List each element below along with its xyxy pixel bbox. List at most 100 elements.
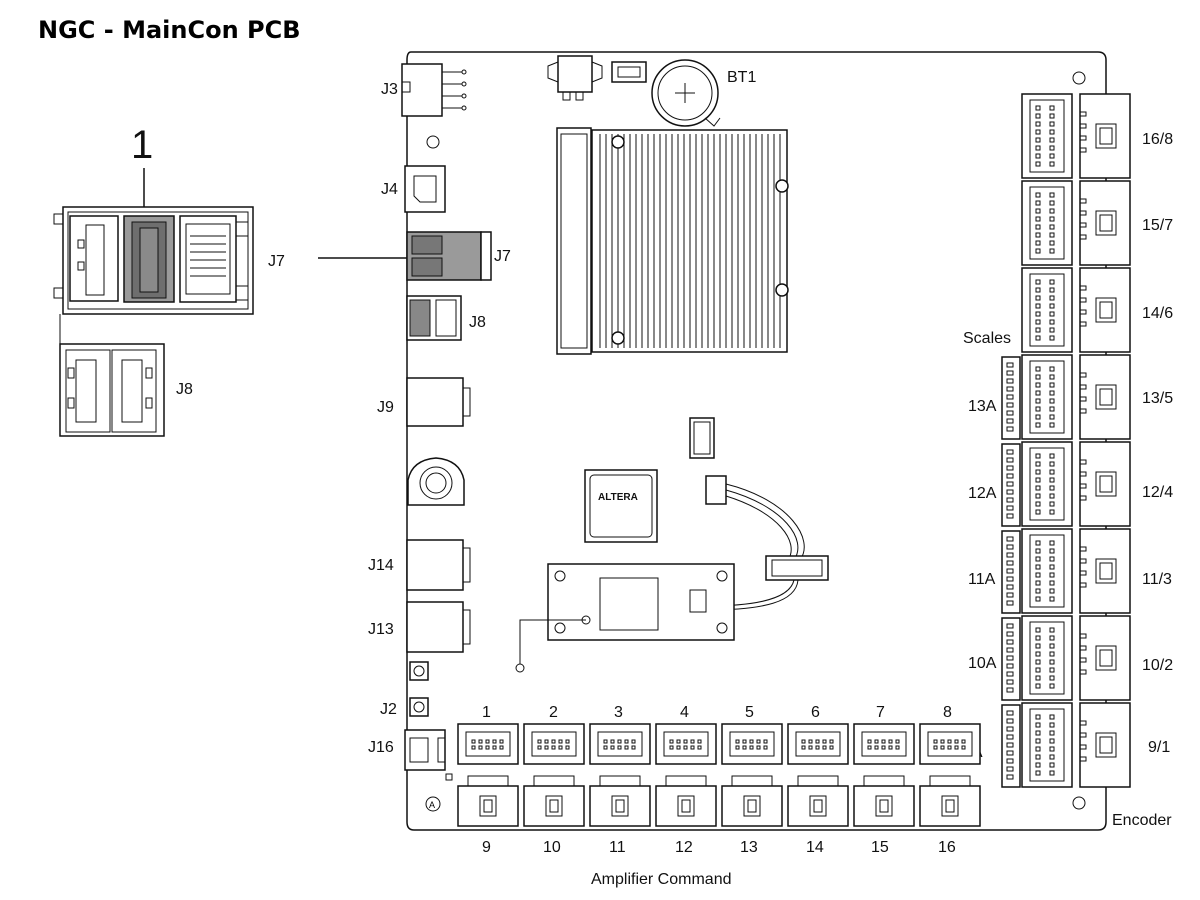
encoder-connector (1079, 528, 1131, 614)
encoder-connector (1079, 441, 1131, 527)
chip-label: ALTERA (598, 492, 638, 503)
j7-connector (406, 231, 492, 281)
amp-bottom-label: 14 (806, 839, 824, 856)
scale-connector (1001, 704, 1021, 788)
amplifier-header (457, 723, 519, 765)
encoder-header (1021, 441, 1073, 527)
amplifier-connector (721, 775, 783, 827)
callout-number: 1 (131, 123, 153, 167)
mount-hole (1072, 71, 1086, 85)
detail-j8-connector (59, 314, 165, 437)
scale-label: 11A (968, 571, 996, 588)
amp-title: Amplifier Command (591, 871, 731, 888)
amp-bottom-label: 12 (675, 839, 693, 856)
scale-label: 10A (968, 655, 997, 672)
amplifier-header (589, 723, 651, 765)
encoder-label: 9/1 (1148, 739, 1170, 756)
label-j3: J3 (381, 81, 398, 98)
encoder-label: 12/4 (1142, 484, 1173, 501)
amp-top-label: 3 (614, 704, 623, 721)
encoder-connector (1079, 354, 1131, 440)
amplifier-connector (919, 775, 981, 827)
scale-connector (1001, 617, 1021, 701)
amp-top-label: 5 (745, 704, 754, 721)
encoder-connector (1079, 615, 1131, 701)
fpga-chip (584, 469, 658, 543)
scales-title: Scales (963, 330, 1011, 347)
cable-assembly (705, 475, 829, 611)
page-title: NGC - MainCon PCB (38, 16, 301, 44)
amp-bottom-label: 11 (609, 839, 626, 856)
encoder-connector (1079, 702, 1131, 788)
j13-connector (406, 601, 471, 653)
board-outline (406, 51, 1107, 831)
ground-mark-letter: A (429, 800, 435, 810)
amp-bottom-label: 13 (740, 839, 758, 856)
label-j2: J2 (380, 701, 397, 718)
mount-hole (1072, 796, 1086, 810)
label-bt1: BT1 (727, 69, 756, 86)
amp-top-label: 2 (549, 704, 558, 721)
scale-label: 13A (968, 398, 997, 415)
amplifier-header (523, 723, 585, 765)
amp-bottom-label: 9 (482, 839, 491, 856)
encoder-label: 16/8 (1142, 131, 1173, 148)
amplifier-header (655, 723, 717, 765)
encoder-header (1021, 615, 1073, 701)
battery-bt1 (651, 59, 721, 127)
label-j8: J8 (469, 314, 486, 331)
header-connector (689, 417, 715, 459)
scale-connector (1001, 356, 1021, 440)
encoder-label: 15/7 (1142, 217, 1173, 234)
amplifier-header (721, 723, 783, 765)
scale-label: 12A (968, 485, 997, 502)
encoder-connector (1079, 267, 1131, 353)
encoder-header (1021, 267, 1073, 353)
right-connector-columns (1001, 93, 1131, 788)
amplifier-connector (853, 775, 915, 827)
j2-connector (409, 697, 429, 717)
amplifier-header (853, 723, 915, 765)
label-j16: J16 (368, 739, 394, 756)
label-j13: J13 (368, 621, 394, 638)
encoder-header (1021, 702, 1073, 788)
amplifier-header (787, 723, 849, 765)
amplifier-connector (787, 775, 849, 827)
amplifier-connector (457, 775, 519, 827)
cpu-module-heatsink (556, 127, 789, 355)
encoder-header (1021, 93, 1073, 179)
amplifier-header (919, 723, 981, 765)
amp-bottom-label: 16 (938, 839, 956, 856)
encoder-label: 13/5 (1142, 390, 1173, 407)
encoder-connector (1079, 93, 1131, 179)
amplifier-connector (589, 775, 651, 827)
top-connector (547, 55, 603, 101)
j3-connector (401, 63, 467, 117)
j14-connector (406, 539, 471, 591)
amp-top-label: 6 (811, 704, 820, 721)
amp-top-label: 1 (482, 704, 491, 721)
ground-mark-circle (425, 796, 441, 812)
mount-hole (426, 135, 440, 149)
label-j9: J9 (377, 399, 394, 416)
j4-connector (404, 165, 446, 213)
encoder-label: 11/3 (1142, 571, 1172, 588)
wireless-module (515, 563, 735, 673)
encoder-header (1021, 354, 1073, 440)
pad (445, 773, 453, 781)
j9-connector (406, 377, 471, 427)
coax-connector (409, 661, 429, 681)
encoder-label: 14/6 (1142, 305, 1173, 322)
encoder-header (1021, 180, 1073, 266)
encoder-label: 10/2 (1142, 657, 1173, 674)
encoder-title: Encoder (1112, 812, 1172, 829)
amp-bottom-label: 10 (543, 839, 561, 856)
label-j14: J14 (368, 557, 394, 574)
amp-top-label: 8 (943, 704, 952, 721)
j8-connector (406, 295, 462, 341)
scale-connector (1001, 443, 1021, 527)
scale-connector (1001, 530, 1021, 614)
amp-top-label: 4 (680, 704, 689, 721)
amplifier-connector (523, 775, 585, 827)
amplifier-connector (655, 775, 717, 827)
